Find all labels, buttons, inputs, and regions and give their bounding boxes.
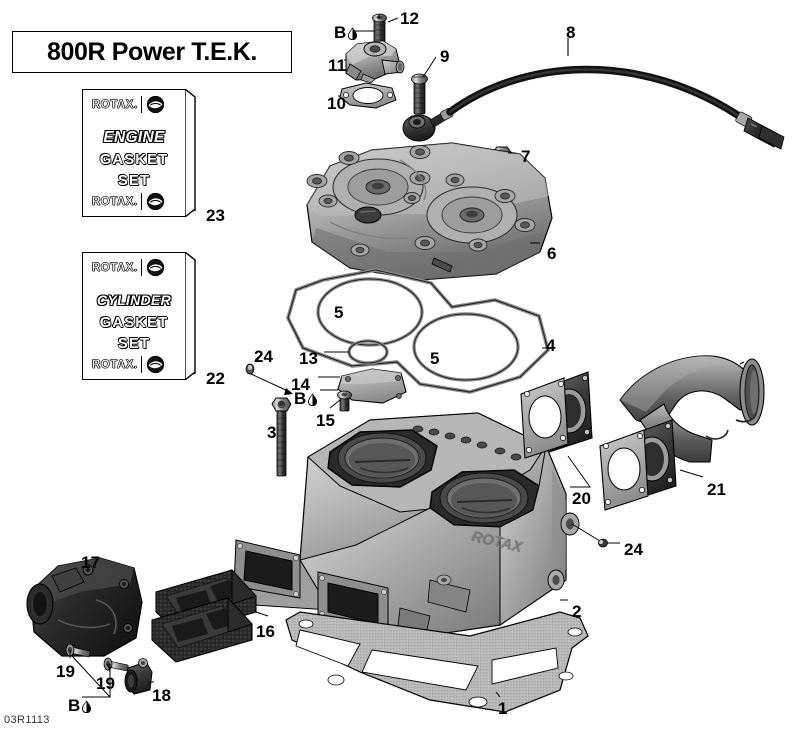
callout-1-crankcase-base-gasket[interactable]: 1 (498, 699, 508, 718)
part-9-screw (411, 73, 428, 115)
rotax-logo-icon (146, 95, 165, 114)
part-8-knock-sensor-cable (402, 65, 785, 150)
model-title-box: 800R Power T.E.K. (12, 31, 292, 73)
rotax-logo-icon (146, 355, 165, 374)
part-5-o-ring-b (412, 312, 520, 382)
callout-7-cylinder-head-bolt[interactable]: 7 (521, 147, 531, 166)
callout-5-o-ring-head-large[interactable]: 5 (334, 303, 344, 322)
part-21-exhaust-manifold (544, 355, 765, 501)
part-16-reed-valves (151, 568, 257, 663)
rotax-logo-icon (146, 192, 165, 211)
callout-23-engine-gasket-set[interactable]: 23 (206, 206, 225, 225)
callout-9-sensor-screw[interactable]: 9 (440, 47, 450, 66)
callout-15-cover-plate-screw[interactable]: 15 (316, 411, 335, 430)
gasket-set-type: ENGINE (103, 129, 165, 146)
droplet-icon (347, 26, 358, 41)
callout-21-exhaust-manifold[interactable]: 21 (707, 480, 726, 499)
thread-locker-letter: B (334, 23, 347, 42)
part-19-screw-b (103, 657, 129, 672)
callout-5-o-ring-head-large[interactable]: 5 (430, 349, 440, 368)
divider (140, 356, 143, 373)
callout-16-reed-valve[interactable]: 16 (256, 622, 275, 641)
callout-8-knock-sensor-cable[interactable]: 8 (566, 23, 576, 42)
callout-4-cylinder-head-gasket[interactable]: 4 (546, 336, 556, 355)
callout-14-cover-plate[interactable]: 14 (291, 375, 310, 394)
callout-17-water-pump-housing[interactable]: 17 (81, 553, 100, 572)
callout-20-exhaust-manifold-gasket[interactable]: 20 (572, 489, 591, 508)
gasket-set-line2: GASKET (99, 314, 169, 331)
part-24-dowel-left (245, 363, 255, 375)
part-12-screw (372, 13, 387, 45)
document-id: 03R1113 (4, 714, 50, 726)
droplet-icon (307, 392, 318, 407)
callout-24-dowel-pin[interactable]: 24 (254, 347, 273, 366)
gasket-set-line2: GASKET (99, 151, 169, 168)
thread-locker-mark-bA: B (334, 24, 358, 41)
thread-locker-letter: B (68, 696, 81, 715)
thread-locker-letter: B (294, 389, 307, 408)
svg-text:ROTAX: ROTAX (469, 527, 524, 555)
callout-13-o-ring-small[interactable]: 13 (299, 349, 318, 368)
callout-3-cylinder-stud-bolt[interactable]: 3 (267, 423, 277, 442)
rotax-brand-top: ROTAX. (86, 256, 180, 279)
part-14-cover-plate (337, 368, 407, 404)
part-13-o-ring-small (347, 339, 389, 365)
callout-10-exhaust-valve-gasket[interactable]: 10 (327, 94, 346, 113)
part-10-gasket (339, 82, 397, 109)
part-19-screw-a (65, 643, 91, 658)
thread-locker-mark-bC: B (68, 697, 92, 714)
callout-12-housing-screw[interactable]: 12 (400, 9, 419, 28)
gasket-set-type: CYLINDER (97, 292, 171, 308)
part-18-fitting (124, 658, 153, 695)
callout-22-cylinder-gasket-set[interactable]: 22 (206, 369, 225, 388)
part-2-cylinder-block: ROTAX ROTAX (233, 412, 580, 641)
part-6-cylinder-head (306, 142, 553, 281)
callout-19-housing-screw-small[interactable]: 19 (56, 662, 75, 681)
part-4-head-gasket (286, 268, 551, 394)
rotax-brand-bottom: ROTAX. (86, 190, 180, 213)
divider (140, 259, 143, 276)
callout-2-cylinder-block[interactable]: 2 (572, 602, 582, 621)
rotax-wordmark: ROTAX. (92, 358, 138, 371)
gasket-box-body (82, 89, 186, 217)
rotax-wordmark: ROTAX. (92, 98, 138, 111)
rotax-wordmark: ROTAX. (92, 261, 138, 274)
part-11-thermostat-housing (345, 40, 405, 84)
part-24-dowel-right (598, 538, 608, 548)
part-15-screw (337, 390, 352, 412)
divider (140, 96, 143, 113)
rotax-wordmark: ROTAX. (92, 195, 138, 208)
callout-24-dowel-pin[interactable]: 24 (624, 540, 643, 559)
droplet-icon (81, 699, 92, 714)
gasket-set-line3: SET (117, 172, 151, 189)
svg-text:ROTAX: ROTAX (470, 528, 525, 556)
gasket-box-body (82, 252, 186, 380)
rotax-brand-bottom: ROTAX. (86, 353, 180, 376)
part-1-base-gasket (285, 611, 589, 713)
engine-gasket-set-box: ROTAX. ENGINE GASKET SET ROTAX. (82, 89, 200, 217)
thread-locker-mark-bB: B (294, 390, 318, 407)
rotax-logo-icon (146, 258, 165, 277)
gasket-box-fold (185, 89, 197, 217)
gasket-box-fold (185, 252, 197, 380)
callout-6-cylinder-head[interactable]: 6 (547, 244, 557, 263)
callout-19-housing-screw-small[interactable]: 19 (96, 674, 115, 693)
model-title: 800R Power T.E.K. (47, 37, 257, 66)
rotax-brand-top: ROTAX. (86, 93, 180, 116)
callout-18-coolant-fitting[interactable]: 18 (152, 686, 171, 705)
part-17-housing (26, 557, 143, 657)
divider (140, 193, 143, 210)
cylinder-gasket-set-box: ROTAX. CYLINDER GASKET SET ROTAX. (82, 252, 200, 380)
gasket-set-line3: SET (117, 335, 151, 352)
callout-11-thermostat-housing[interactable]: 11 (328, 56, 346, 75)
part-7-head-bolt (492, 146, 512, 201)
